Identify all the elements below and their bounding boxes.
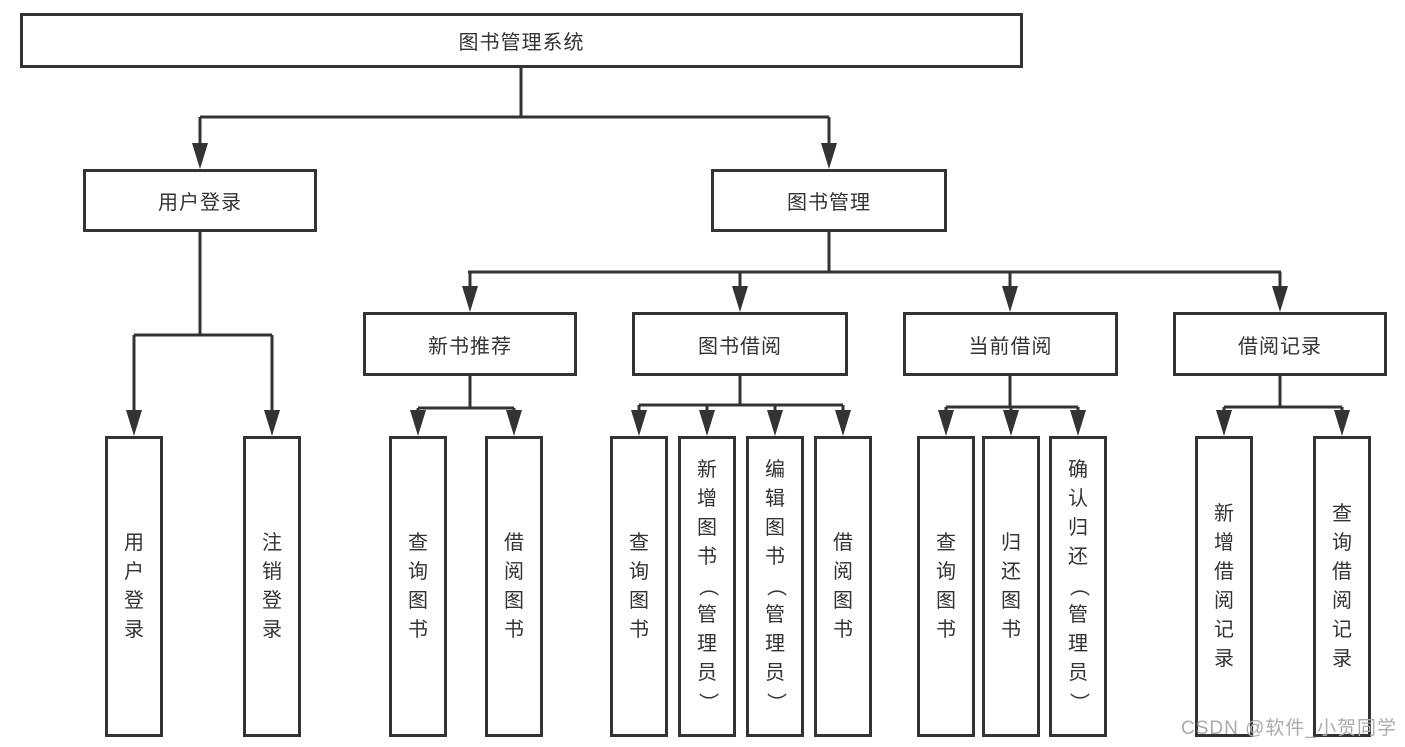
- node-label: 图书借阅: [698, 335, 782, 358]
- leaf-logout: 注销登录: [243, 436, 301, 737]
- node-label: 当前借阅: [968, 335, 1053, 358]
- node-new-book-recommend: 新书推荐: [363, 312, 577, 376]
- leaf-cb-query-books: 查询图书: [917, 436, 975, 737]
- node-label: 借阅图书: [833, 531, 853, 641]
- node-book-management: 图书管理: [711, 169, 947, 232]
- leaf-bb-edit-books-admin: 编辑图书（管理员）: [746, 436, 804, 737]
- node-label: 新增借阅记录: [1214, 502, 1234, 670]
- node-label: 注销登录: [262, 531, 282, 641]
- node-label: 归还图书: [1001, 531, 1021, 641]
- node-current-borrowing: 当前借阅: [903, 312, 1118, 376]
- node-label: 用户登录: [124, 531, 144, 641]
- leaf-nbr-query-books: 查询图书: [389, 436, 447, 737]
- leaf-cb-confirm-return-admin: 确认归还（管理员）: [1049, 436, 1107, 737]
- leaf-nbr-borrow-books: 借阅图书: [485, 436, 543, 737]
- leaf-user-login: 用户登录: [105, 436, 163, 737]
- node-label: 查询图书: [936, 531, 956, 641]
- node-user-login: 用户登录: [83, 169, 317, 232]
- node-library-management-system: 图书管理系统: [20, 13, 1023, 68]
- leaf-cb-return-books: 归还图书: [982, 436, 1040, 737]
- csdn-watermark: CSDN @软件_小贺同学: [1181, 718, 1397, 739]
- node-label: 借阅图书: [504, 531, 524, 641]
- node-label: 图书管理系统: [458, 32, 585, 54]
- node-label: 查询借阅记录: [1332, 502, 1352, 670]
- leaf-br-query-record: 查询借阅记录: [1313, 436, 1371, 737]
- leaf-bb-add-books-admin: 新增图书（管理员）: [678, 436, 736, 737]
- leaf-br-add-record: 新增借阅记录: [1195, 436, 1253, 737]
- node-label: 新书推荐: [428, 335, 512, 358]
- node-label: 确认归还（管理员）: [1067, 459, 1090, 713]
- node-label: 查询图书: [629, 531, 649, 641]
- node-label: 用户登录: [158, 192, 242, 214]
- node-label: 图书管理: [787, 192, 871, 214]
- leaf-bb-query-books: 查询图书: [610, 436, 668, 737]
- node-label: 借阅记录: [1238, 335, 1322, 358]
- node-label: 编辑图书（管理员）: [764, 459, 787, 713]
- node-book-borrowing: 图书借阅: [632, 312, 848, 376]
- node-label: 新增图书（管理员）: [696, 459, 719, 713]
- node-borrowing-records: 借阅记录: [1173, 312, 1387, 376]
- leaf-bb-borrow-books: 借阅图书: [814, 436, 872, 737]
- node-label: 查询图书: [408, 531, 428, 641]
